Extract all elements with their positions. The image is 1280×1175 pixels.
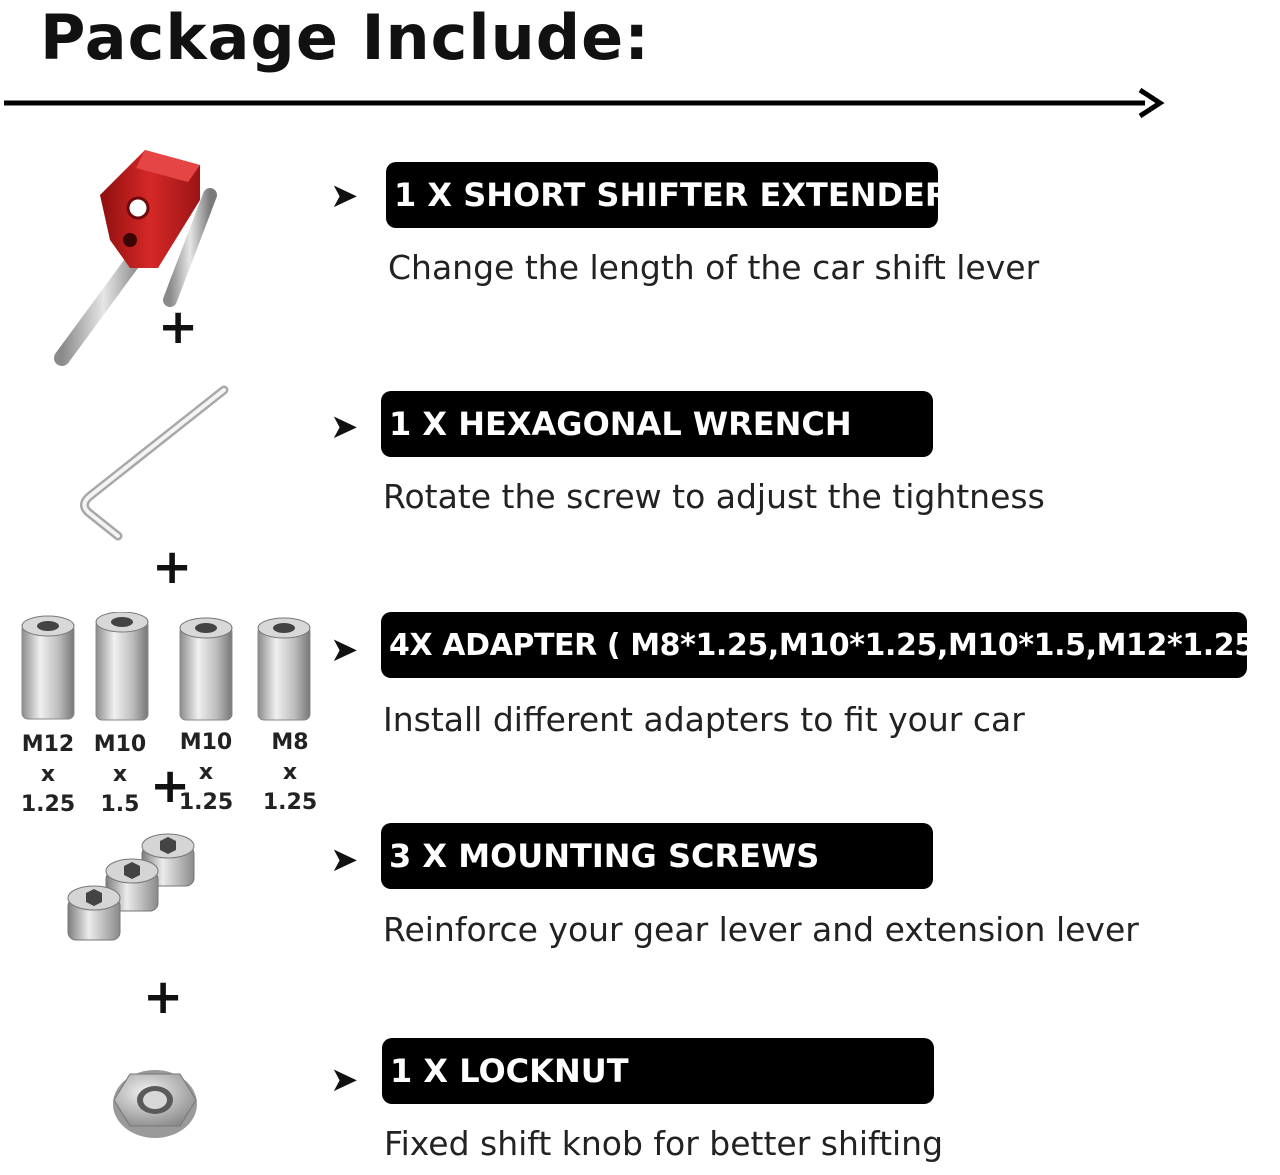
adapter-size-label: M8 x 1.25 [262, 730, 318, 815]
item-2-label: 1 X HEXAGONAL WRENCH [389, 405, 852, 443]
pointer-4-icon: ➤ [330, 840, 359, 880]
item-2-badge: 1 X HEXAGONAL WRENCH [381, 391, 933, 457]
adapter-size-label: M10 x 1.25 [178, 730, 234, 815]
header-arrow-icon [4, 87, 1165, 119]
pointer-5-icon: ➤ [330, 1060, 359, 1100]
pointer-1-icon: ➤ [330, 176, 359, 216]
item-3-label: 4X ADAPTER ( M8*1.25,M10*1.25,M10*1.5,M1… [389, 627, 1247, 663]
item-5-desc: Fixed shift knob for better shifting [384, 1124, 944, 1163]
hex-wrench-icon [80, 385, 229, 541]
item-4-desc: Reinforce your gear lever and extension … [383, 910, 1139, 949]
item-4-badge: 3 X MOUNTING SCREWS [381, 823, 933, 889]
page-title: Package Include: [40, 1, 651, 74]
adapter-icon [21, 612, 311, 721]
plus-3-icon: + [150, 758, 191, 814]
plus-4-icon: + [143, 969, 184, 1025]
locknut-icon [113, 1070, 197, 1138]
item-3-desc: Install different adapters to fit your c… [383, 700, 1025, 739]
plus-1-icon: + [158, 299, 199, 355]
item-5-badge: 1 X LOCKNUT [382, 1038, 934, 1104]
mounting-screws-icon [67, 833, 195, 941]
adapter-size-label: M10 x 1.5 [93, 732, 147, 817]
shifter-extender-icon [54, 150, 217, 366]
item-4-label: 3 X MOUNTING SCREWS [389, 837, 820, 875]
pointer-2-icon: ➤ [330, 407, 359, 447]
item-3-badge: 4X ADAPTER ( M8*1.25,M10*1.25,M10*1.5,M1… [381, 612, 1247, 678]
item-5-label: 1 X LOCKNUT [390, 1052, 629, 1090]
item-1-badge: 1 X SHORT SHIFTER EXTENDER [386, 162, 938, 228]
item-1-label: 1 X SHORT SHIFTER EXTENDER [394, 176, 938, 214]
pointer-3-icon: ➤ [330, 630, 359, 670]
adapter-size-label: M12 x 1.25 [20, 732, 76, 817]
plus-2-icon: + [152, 539, 193, 595]
item-1-desc: Change the length of the car shift lever [388, 248, 1040, 287]
item-2-desc: Rotate the screw to adjust the tightness [383, 477, 1045, 516]
